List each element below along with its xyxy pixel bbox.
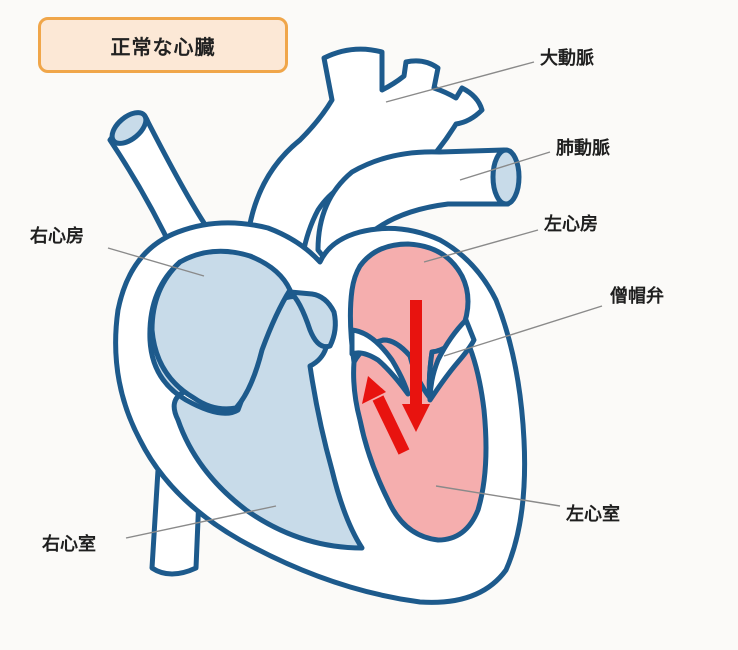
- label-pulmonary-artery: 肺動脈: [556, 138, 610, 159]
- leader-left-ventricle: [435, 485, 561, 507]
- blood-flow-arrow-up: [362, 376, 410, 455]
- leader-left-atrium: [423, 229, 539, 263]
- label-aorta: 大動脈: [540, 48, 594, 69]
- left-ventricle: [351, 327, 489, 543]
- diagram-title: 正常な心臓: [110, 34, 216, 59]
- blood-flow-arrow-down: [402, 300, 430, 432]
- label-left-ventricle: 左心室: [566, 504, 620, 525]
- label-right-ventricle: 右心室: [42, 534, 96, 555]
- superior-vena-cava-opening: [109, 110, 149, 146]
- leader-mitral-valve: [443, 305, 603, 357]
- leader-right-atrium: [107, 247, 205, 277]
- label-left-atrium: 左心房: [544, 214, 598, 235]
- mitral-valve-leaflet-left: [349, 327, 411, 397]
- mitral-valve-leaflet-right: [427, 317, 477, 403]
- leader-right-ventricle: [125, 505, 277, 539]
- label-mitral-valve: 僧帽弁: [610, 286, 664, 307]
- right-atrium: [149, 248, 293, 412]
- leader-pulmonary-artery: [459, 151, 551, 181]
- label-right-atrium: 右心房: [30, 226, 84, 247]
- leader-aorta: [385, 61, 535, 103]
- pulmonary-artery-opening: [490, 147, 522, 207]
- title-box: 正常な心臓: [38, 17, 288, 73]
- tricuspid-valve: [287, 289, 338, 350]
